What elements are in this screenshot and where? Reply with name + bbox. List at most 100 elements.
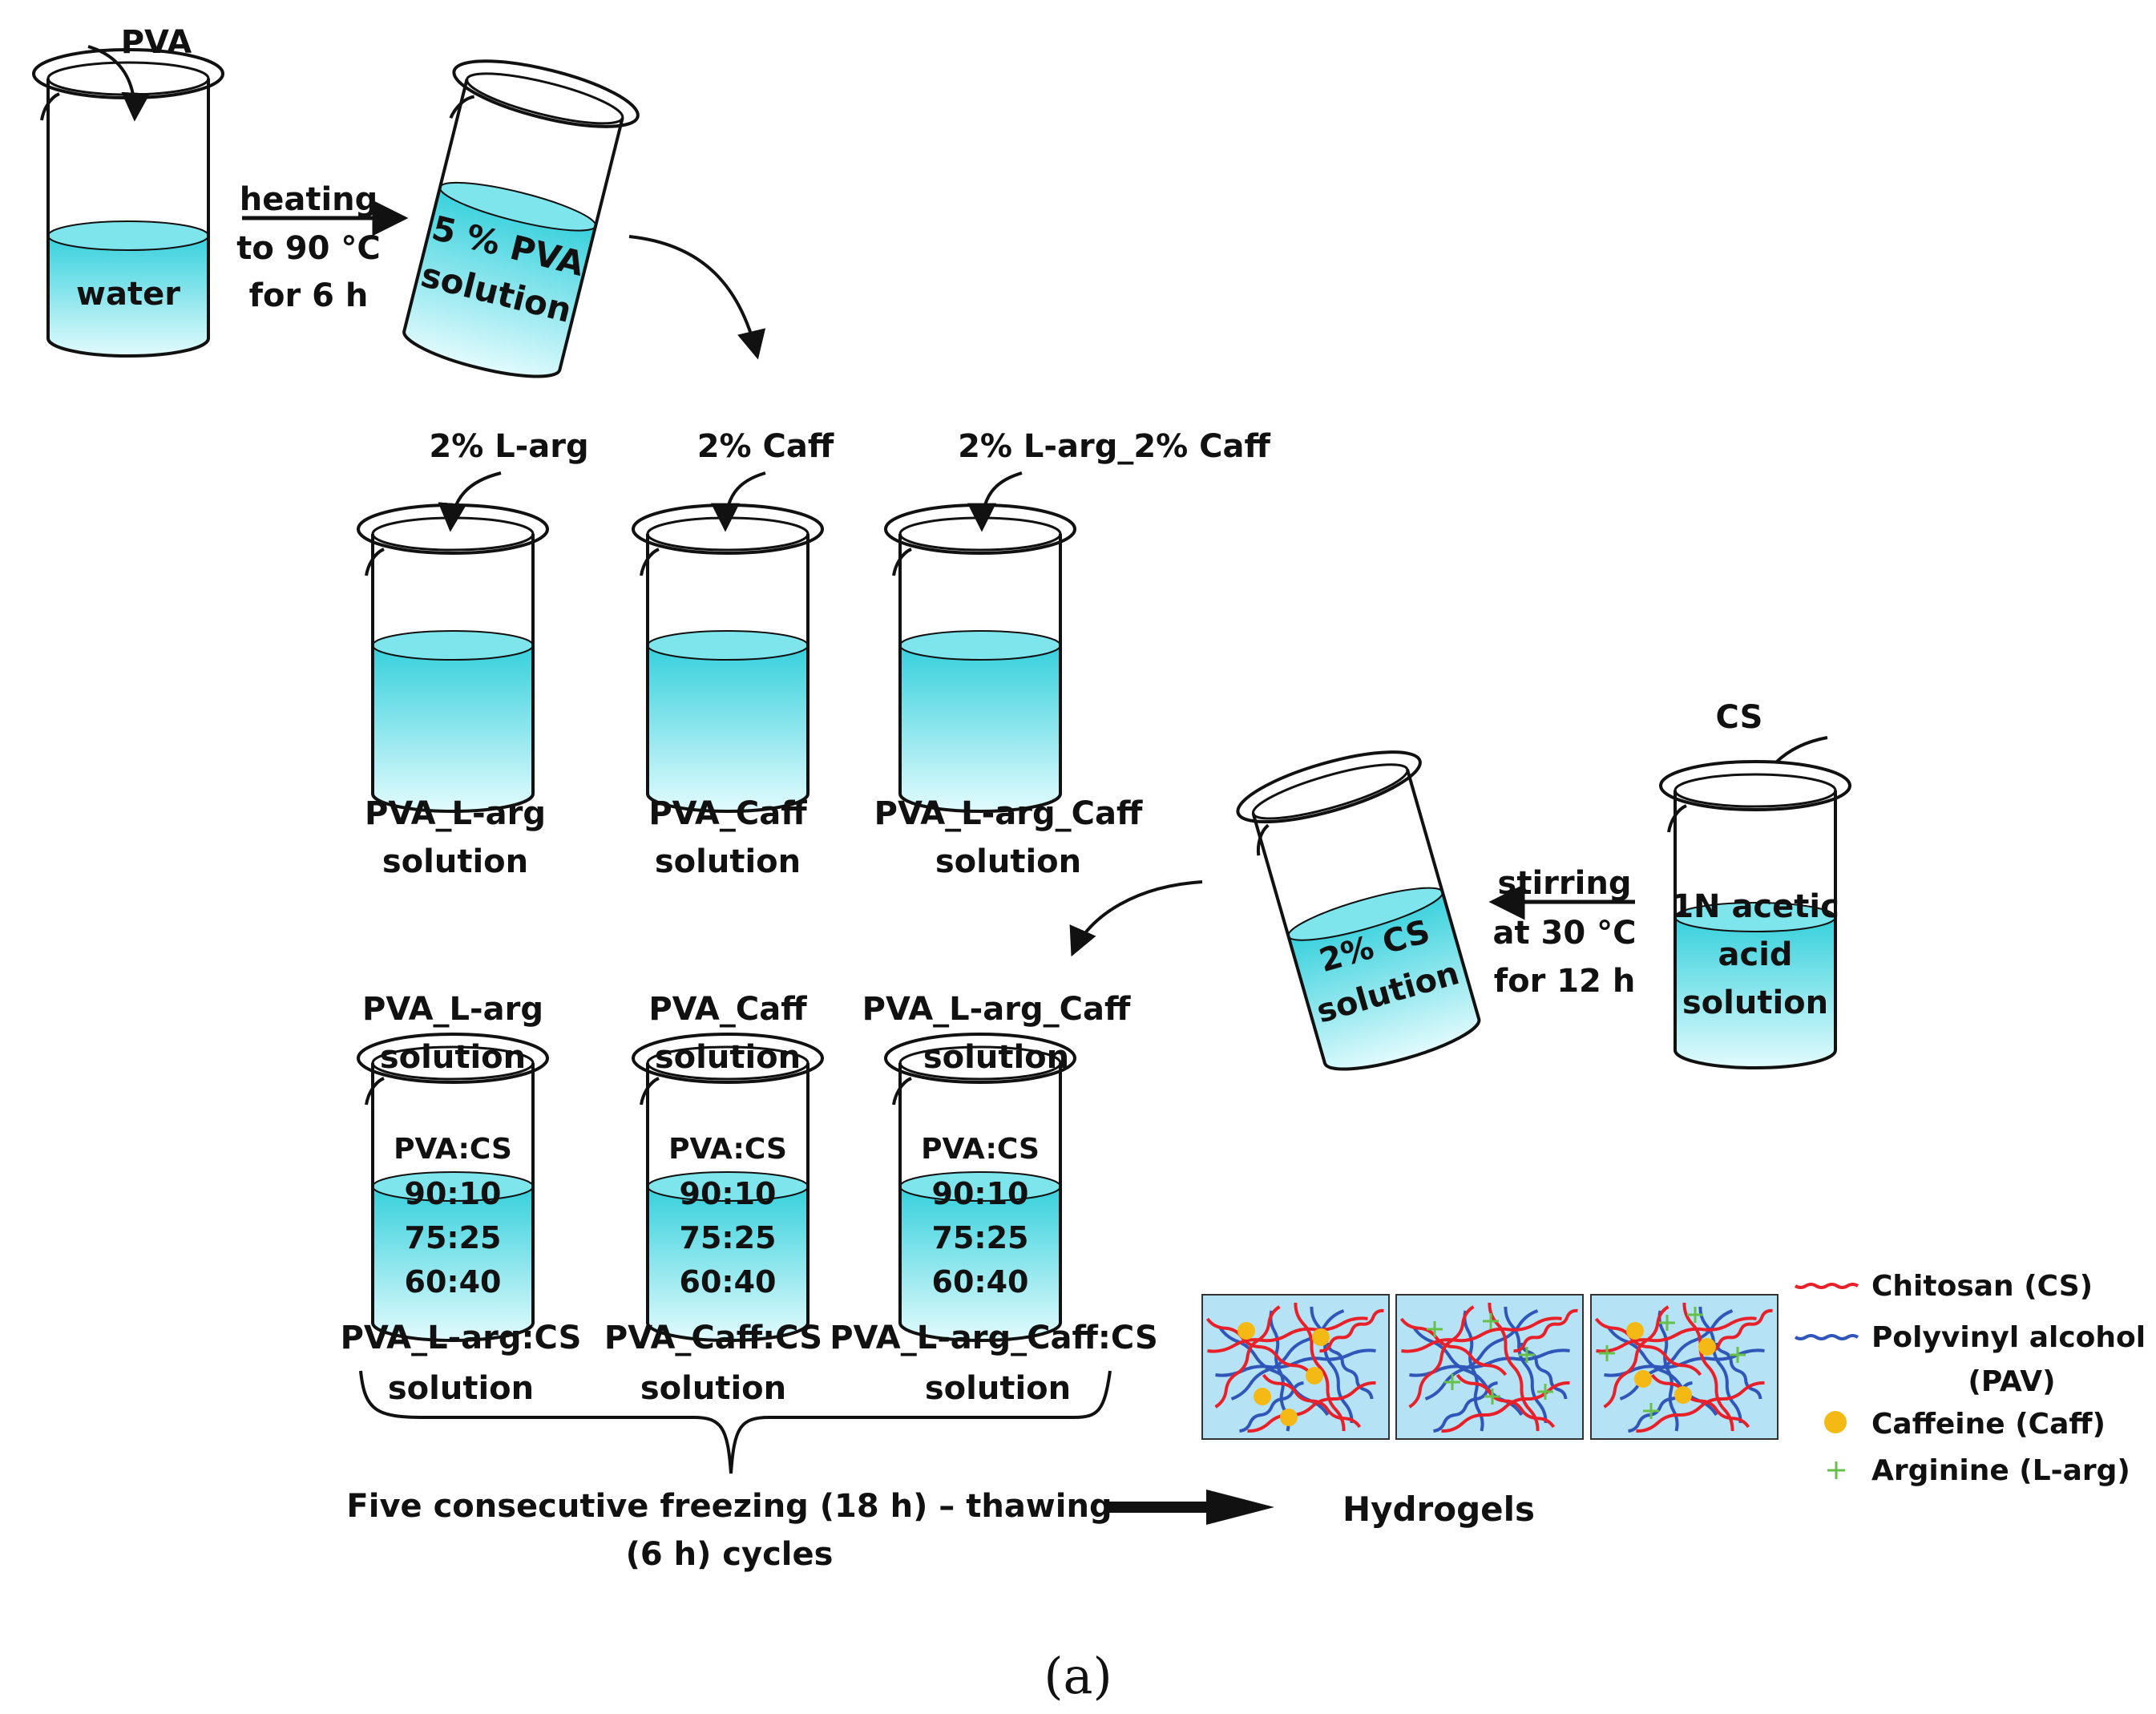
caffeine-molecule bbox=[1312, 1328, 1330, 1346]
mixing-bottom-label-1: PVA_Caff:CS bbox=[604, 1320, 822, 1356]
mixing-top-label-2: solution bbox=[380, 1039, 526, 1076]
water-beaker: water bbox=[32, 48, 224, 358]
legend-label: Arginine (L-arg) bbox=[1871, 1454, 2130, 1487]
pva-chain bbox=[1463, 1310, 1484, 1432]
acetic-acid-beaker: 1N acetic acid solution bbox=[1659, 760, 1851, 1069]
arginine-molecule bbox=[1687, 1307, 1703, 1323]
caffeine-molecule bbox=[1626, 1322, 1644, 1340]
ratio-value: 90:10 bbox=[932, 1176, 1029, 1211]
arginine-molecule bbox=[1519, 1347, 1535, 1363]
cycle-brace bbox=[359, 1370, 1112, 1474]
caffeine-molecule bbox=[1254, 1388, 1271, 1405]
flow-arrow-to-additives bbox=[628, 235, 766, 360]
mixing-top-label-2: solution bbox=[655, 1039, 801, 1076]
mixing-bottom-label-1: PVA_L-arg:CS bbox=[341, 1320, 582, 1356]
acetic-acid-label-2: acid bbox=[1718, 936, 1792, 973]
cs-solution-beaker: 2% CS solution bbox=[1229, 736, 1500, 1086]
chitosan-chain bbox=[1682, 1302, 1734, 1432]
arginine-molecule bbox=[1483, 1313, 1499, 1329]
ratio-header: PVA:CS bbox=[394, 1133, 512, 1166]
chitosan-chain bbox=[1319, 1308, 1384, 1353]
pva-larg-beaker bbox=[357, 503, 549, 813]
acetic-acid-label-1: 1N acetic bbox=[1671, 888, 1839, 925]
cs-reagent-label: CS bbox=[1716, 699, 1763, 736]
chitosan-chain bbox=[1708, 1308, 1773, 1353]
mixing-top-label-1: PVA_L-arg_Caff bbox=[862, 991, 1131, 1028]
additive-arrow-caff bbox=[711, 471, 766, 532]
arginine-molecule bbox=[1643, 1403, 1659, 1419]
additive-label-larg-caff: 2% L-arg_2% Caff bbox=[958, 428, 1270, 465]
additive-arrow-larg-caff bbox=[967, 471, 1023, 532]
step2-product-1-line2: solution bbox=[382, 843, 528, 880]
heating-condition-3: for 6 h bbox=[249, 277, 369, 314]
chitosan-chain bbox=[1408, 1305, 1475, 1409]
caffeine-legend-icon bbox=[1824, 1411, 1847, 1433]
legend-label-continued: (PAV) bbox=[1968, 1365, 2055, 1398]
caffeine-molecule bbox=[1237, 1322, 1255, 1340]
chitosan-chain bbox=[1596, 1316, 1757, 1353]
chitosan-chain bbox=[1488, 1302, 1540, 1432]
acetic-acid-label-3: solution bbox=[1682, 984, 1828, 1021]
ratio-value: 90:10 bbox=[680, 1176, 777, 1211]
chitosan-chain bbox=[1636, 1380, 1765, 1433]
flow-arrow-to-mixing bbox=[1069, 880, 1203, 957]
water-beaker-label: water bbox=[76, 276, 180, 313]
additive-arrow-larg bbox=[438, 471, 502, 532]
legend-label: Polyvinyl alcohol bbox=[1871, 1321, 2146, 1354]
chitosan-chain bbox=[1247, 1380, 1376, 1433]
mixing-bottom-label-2: solution bbox=[388, 1370, 534, 1407]
chitosan-chain bbox=[1594, 1317, 1702, 1376]
chitosan-chain bbox=[1603, 1305, 1669, 1409]
pva-chain bbox=[1504, 1306, 1548, 1424]
heating-condition-2: to 90 °C bbox=[236, 230, 380, 267]
hydrogel-panel-3 bbox=[1590, 1294, 1778, 1440]
chitosan-chain bbox=[1214, 1305, 1281, 1409]
stirring-condition-1: stirring bbox=[1498, 865, 1632, 902]
arginine-molecule bbox=[1444, 1374, 1460, 1390]
arginine-legend-icon bbox=[1827, 1461, 1845, 1479]
pva-chain bbox=[1424, 1309, 1539, 1401]
pva-solution-beaker: 5 % PVA solution bbox=[384, 46, 645, 393]
hydrogels-label: Hydrogels bbox=[1342, 1490, 1535, 1529]
ratio-value: 60:40 bbox=[680, 1264, 777, 1300]
ratio-value: 75:25 bbox=[932, 1220, 1029, 1255]
pva-larg-caff-beaker bbox=[884, 503, 1076, 813]
pva-solution-liquid bbox=[404, 187, 596, 377]
chitosan-legend-icon bbox=[1794, 1283, 1859, 1289]
pva-legend-icon bbox=[1794, 1334, 1859, 1340]
chitosan-chain bbox=[1207, 1316, 1368, 1353]
ratio-value: 90:10 bbox=[405, 1176, 502, 1211]
chitosan-chain bbox=[1401, 1316, 1562, 1353]
caffeine-molecule bbox=[1280, 1409, 1298, 1426]
legend-label: Caffeine (Caff) bbox=[1871, 1408, 2106, 1441]
pva-chain bbox=[1520, 1342, 1568, 1400]
additive-label-larg: 2% L-arg bbox=[429, 428, 588, 465]
pva-chain bbox=[1698, 1306, 1742, 1424]
legend-label: Chitosan (CS) bbox=[1871, 1270, 2093, 1303]
heating-condition-1: heating bbox=[240, 181, 378, 218]
chitosan-chain bbox=[1399, 1317, 1508, 1376]
cycle-text-2: (6 h) cycles bbox=[626, 1536, 834, 1573]
hydrogel-panel-1 bbox=[1201, 1294, 1390, 1440]
step2-product-1-line1: PVA_L-arg bbox=[365, 795, 546, 832]
cycle-text-1: Five consecutive freezing (18 h) – thawi… bbox=[346, 1488, 1112, 1525]
ratio-header: PVA:CS bbox=[668, 1133, 787, 1166]
ratio-value: 60:40 bbox=[405, 1264, 502, 1300]
chitosan-chain bbox=[1205, 1317, 1314, 1376]
additive-label-caff: 2% Caff bbox=[697, 428, 834, 465]
chitosan-chain bbox=[1513, 1308, 1578, 1353]
caffeine-molecule bbox=[1634, 1370, 1652, 1388]
water-liquid bbox=[48, 236, 208, 356]
mixing-top-label-1: PVA_Caff bbox=[648, 991, 807, 1028]
hydrogel-panel-2 bbox=[1395, 1294, 1584, 1440]
arginine-molecule bbox=[1537, 1384, 1553, 1400]
step2-product-3-line1: PVA_L-arg_Caff bbox=[874, 795, 1143, 832]
mixing-bottom-label-2: solution bbox=[640, 1370, 786, 1407]
stirring-condition-3: for 12 h bbox=[1494, 963, 1636, 1000]
mixing-bottom-label-2: solution bbox=[925, 1370, 1071, 1407]
chitosan-chain bbox=[1456, 1373, 1556, 1429]
caffeine-molecule bbox=[1306, 1367, 1323, 1385]
